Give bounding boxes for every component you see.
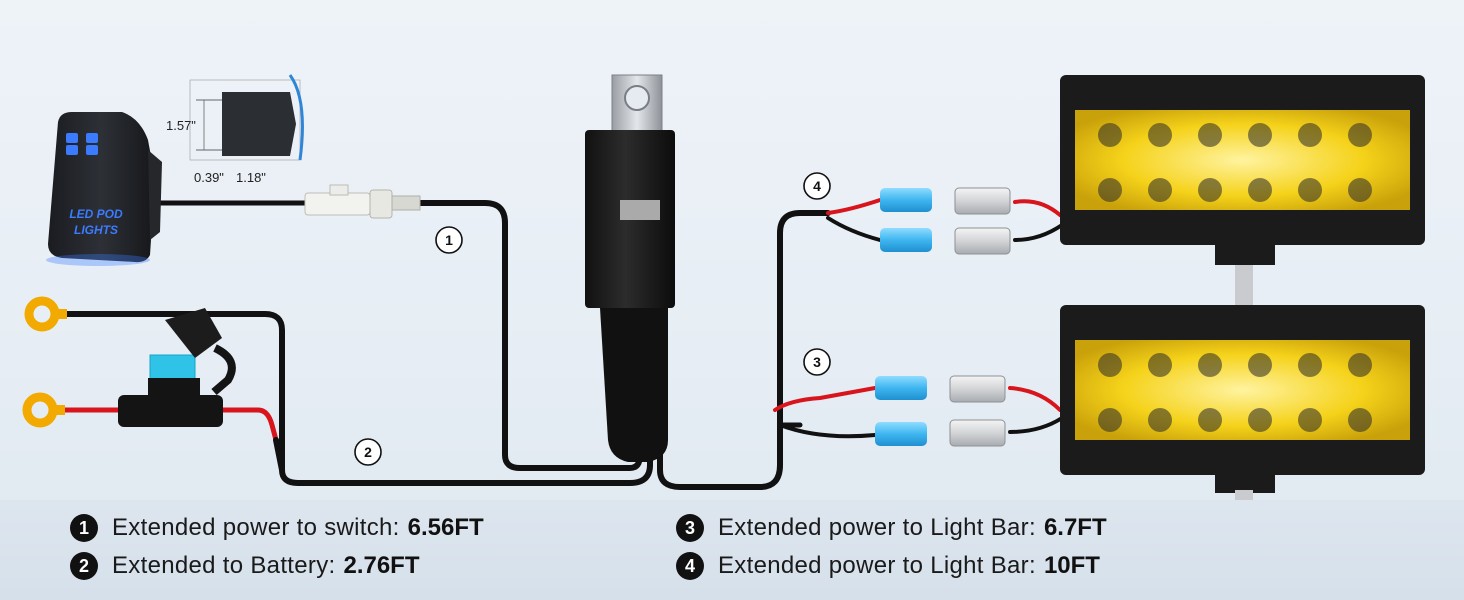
legend-badge: 3: [676, 514, 704, 542]
svg-text:2: 2: [364, 444, 372, 460]
lightbar-main-wire: [657, 210, 831, 490]
fused-wire: [217, 407, 279, 443]
marker-2: 2: [354, 438, 382, 466]
legend-text: Extended to Battery:: [112, 552, 336, 579]
fuse-holder: [118, 308, 236, 427]
ring-terminal-top: [24, 296, 67, 332]
dim-height: 1.57": [166, 118, 196, 133]
upper-connectors: [880, 187, 1011, 255]
lower-bar-red: [1008, 386, 1062, 412]
lower-bar-black: [1008, 416, 1064, 434]
svg-text:4: 4: [813, 178, 821, 194]
legend-value: 2.76FT: [343, 552, 420, 579]
fused-wire-black: [273, 437, 285, 473]
upper-bar-red: [1013, 199, 1062, 217]
legend-item-2: 2 Extended to Battery: 2.76FT: [70, 550, 420, 582]
marker-4: 4: [803, 172, 831, 200]
wires: [52, 198, 1064, 490]
rocker-switch: LED POD LIGHTS: [46, 112, 162, 266]
light-bar-upper: [1060, 75, 1425, 305]
switch-wire-2: [417, 200, 643, 471]
light-bar-lower: [1060, 305, 1425, 500]
legend-text: Extended power to switch:: [112, 514, 400, 541]
upper-red-lead: [826, 198, 882, 215]
battery-ground-wire: [55, 311, 653, 486]
svg-text:1: 1: [445, 232, 453, 248]
switch-dimension-drawing: 1.57" 0.39" 1.18": [166, 74, 304, 185]
legend-badge: 4: [676, 552, 704, 580]
lower-black-lead: [778, 423, 877, 439]
ring-terminal-bottom: [22, 392, 65, 428]
legend-badge: 1: [70, 514, 98, 542]
upper-bar-black: [1013, 223, 1064, 242]
legend: 1 Extended power to switch: 6.56FT 2 Ext…: [0, 500, 1464, 600]
wiring-illustration: LED POD LIGHTS 1.57" 0.39" 1.18": [22, 74, 1425, 500]
legend-value: 6.56FT: [407, 514, 484, 541]
legend-item-1: 1 Extended power to switch: 6.56FT: [70, 512, 484, 544]
upper-black-lead: [826, 216, 882, 242]
lower-connectors: [875, 375, 1006, 447]
lower-red-lead: [773, 386, 877, 412]
dim-depth: 0.39": [194, 170, 224, 185]
legend-text: Extended power to Light Bar:: [718, 552, 1036, 579]
switch-label-line1: LED POD: [69, 207, 123, 221]
legend-value: 10FT: [1043, 552, 1100, 579]
dim-width: 1.18": [236, 170, 266, 185]
switch-connector: [304, 184, 421, 219]
legend-value: 6.7FT: [1043, 514, 1107, 541]
marker-1: 1: [435, 226, 463, 254]
legend-item-4: 4 Extended power to Light Bar: 10FT: [676, 550, 1100, 582]
legend-item-3: 3 Extended power to Light Bar: 6.7FT: [676, 512, 1107, 544]
relay: [585, 74, 675, 462]
marker-3: 3: [803, 348, 831, 376]
svg-text:3: 3: [813, 354, 821, 370]
switch-label-line2: LIGHTS: [74, 223, 118, 237]
legend-text: Extended power to Light Bar:: [718, 514, 1036, 541]
legend-badge: 2: [70, 552, 98, 580]
